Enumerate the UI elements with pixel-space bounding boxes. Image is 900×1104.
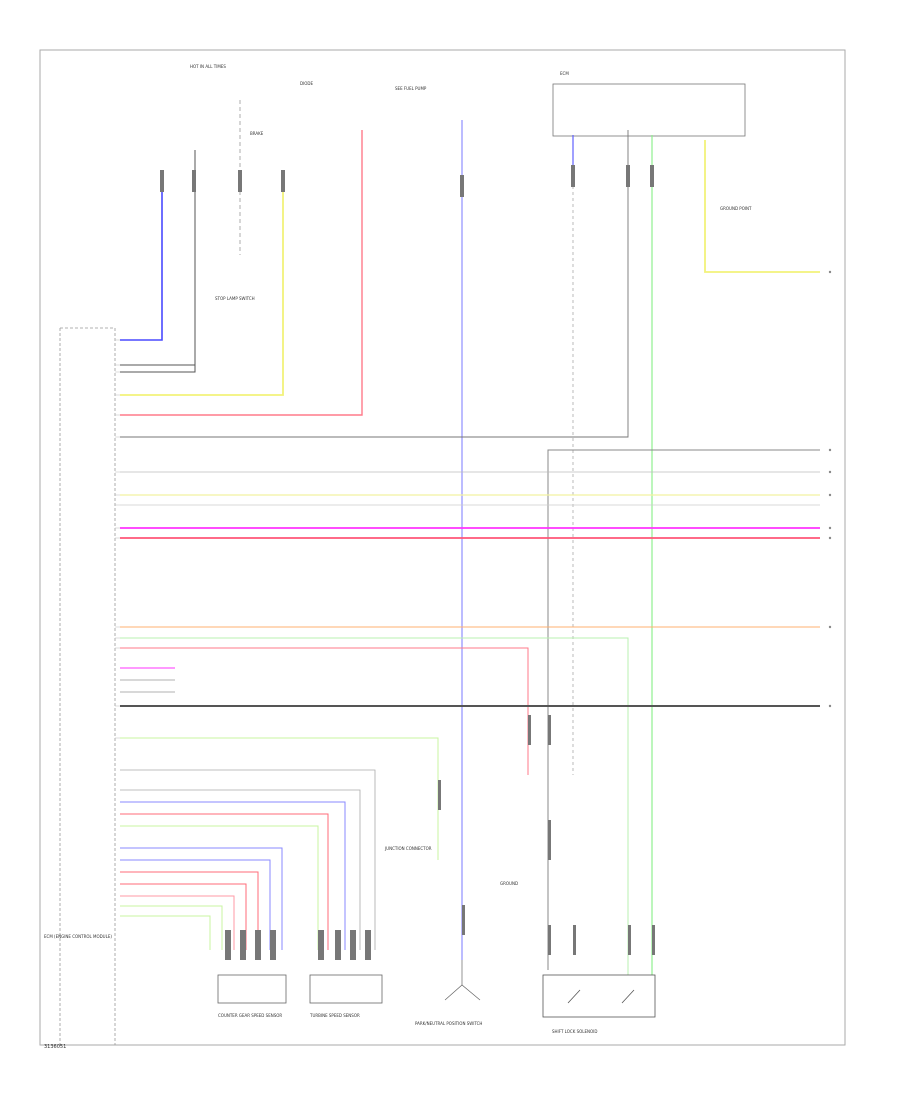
- wire-black-b: [120, 365, 196, 373]
- diagram-frame: [39, 49, 846, 1046]
- wire-yellow-main: [120, 170, 284, 396]
- shift-lock-switch-a: [567, 989, 581, 1004]
- wire-sensor-9: [120, 883, 247, 950]
- wire-sensor-2: [120, 789, 361, 950]
- label-brake: BRAKE: [250, 131, 264, 136]
- label-diode: DIODE: [300, 81, 313, 86]
- right-terminators: [828, 270, 832, 708]
- label-hot: HOT IN ALL TIMES: [190, 64, 226, 69]
- wire-sensor-10: [120, 895, 235, 950]
- wire-black-a: [120, 150, 196, 366]
- figure-id: 3136051: [44, 1044, 66, 1050]
- label-ground-spec: GROUND: [500, 881, 518, 886]
- label-turbine: TURBINE SPEED SENSOR: [309, 1013, 360, 1018]
- connector-markers: [160, 165, 655, 960]
- wire-yellow-right: [704, 140, 820, 273]
- wire-sensor-7: [120, 859, 271, 950]
- label-ecm-top: ECM: [560, 71, 569, 76]
- wire-sensor-4: [120, 813, 329, 950]
- wire-blue-left: [120, 170, 163, 341]
- wire-sensor-6: [120, 847, 283, 950]
- wire-gray-bus-a: [547, 449, 820, 970]
- label-fuel-pump: SEE FUEL PUMP: [395, 86, 427, 91]
- label-stop-lamp: STOP LAMP SWITCH: [215, 296, 255, 301]
- label-park-neutral: PARK/NEUTRAL POSITION SWITCH: [415, 1021, 482, 1026]
- turbine-sensor-box: [309, 974, 383, 1004]
- ecm-outline: [60, 327, 116, 1045]
- wire-lightgreen-pns: [120, 737, 439, 860]
- wire-red-main: [120, 130, 363, 416]
- wire-gray-relay: [120, 130, 629, 438]
- label-counter-gear: COUNTER GEAR SPEED SENSOR: [218, 1013, 282, 1018]
- counter-gear-sensor-box: [217, 974, 287, 1004]
- shift-lock-box: [542, 974, 656, 1018]
- wire-sensor-5: [120, 825, 319, 950]
- wire-sensor-3: [120, 801, 346, 950]
- wire-red-bus-b: [120, 647, 529, 775]
- label-shift-lock: SHIFT LOCK SOLENOID: [552, 1029, 597, 1034]
- wire-sensor-1: [120, 769, 376, 950]
- wire-sensor-11: [120, 905, 223, 950]
- shift-lock-switch-b: [621, 989, 635, 1004]
- relay-box-right: [552, 83, 746, 137]
- wire-sensor-8: [120, 871, 259, 950]
- ecm-pin-ticks: [115, 339, 120, 739]
- wire-green-bus: [120, 637, 629, 975]
- wire-sensor-12: [120, 915, 211, 950]
- label-ground-pt: GROUND POINT: [720, 206, 752, 211]
- park-neutral-switch: [444, 960, 481, 1001]
- label-ecm-block: ECM (ENGINE CONTROL MODULE): [44, 934, 112, 939]
- label-junction: JUNCTION CONNECTOR: [384, 846, 432, 851]
